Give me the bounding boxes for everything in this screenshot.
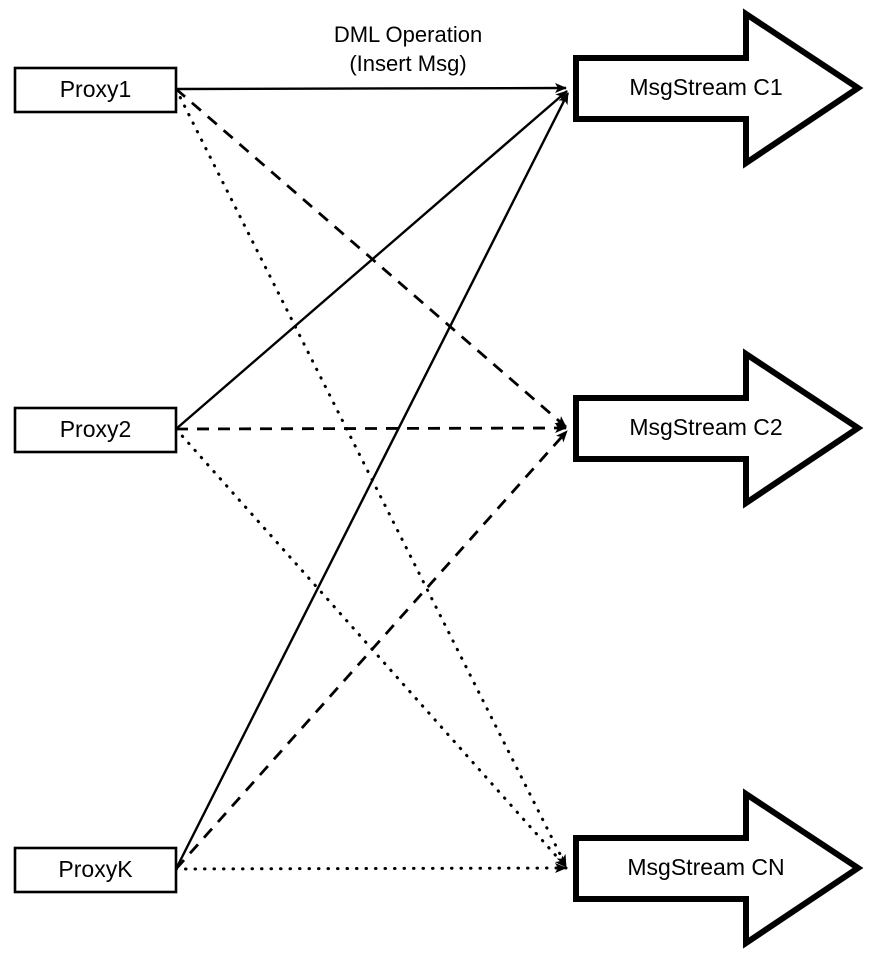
stream-node-stream_cn[interactable]: MsgStream CN [573,788,864,949]
stream-label-stream_c1: MsgStream C1 [629,74,782,100]
stream-arrow-shape-stream_c1[interactable] [573,8,864,169]
proxy-box-proxyK[interactable] [13,846,178,894]
connection-proxy1-to-cn [174,87,568,868]
proxy-label-proxy2: Proxy2 [60,416,132,442]
edge-label-line1: DML Operation [334,22,482,47]
proxy-label-proxy1: Proxy1 [60,76,132,102]
edge-label-group: DML Operation (Insert Msg) [334,22,482,76]
stream-arrow-shape-stream_c2[interactable] [573,348,864,509]
stream-arrow-shape-stream_cn[interactable] [573,788,864,949]
proxy-node-proxyK[interactable]: ProxyK [13,846,178,894]
stream-node-stream_c2[interactable]: MsgStream C2 [573,348,864,509]
connection-proxyK-to-c2 [174,430,569,870]
connection-proxy1-to-c1 [175,83,567,94]
connection-proxy1-to-c2 [175,87,567,429]
connection-proxy2-to-c1 [175,90,568,430]
proxy-node-proxy2[interactable]: Proxy2 [13,406,178,454]
stream-label-stream_c2: MsgStream C2 [629,414,782,440]
stream-node-stream_c1[interactable]: MsgStream C1 [573,8,864,169]
proxy-node-proxy1[interactable]: Proxy1 [13,66,178,114]
proxy-box-proxy1[interactable] [13,66,178,114]
proxy-label-proxyK: ProxyK [58,856,133,882]
connection-proxyK-to-c1 [174,92,570,870]
connection-proxy2-to-cn [174,427,568,869]
edge-label-line2: (Insert Msg) [349,51,466,76]
proxy-box-proxy2[interactable] [13,406,178,454]
connections-layer [174,83,570,874]
streams-layer: MsgStream C1 MsgStream C2 MsgStream CN [573,8,864,949]
connection-proxy2-to-c2 [175,423,567,434]
connection-proxyK-to-cn [174,863,568,874]
stream-label-stream_cn: MsgStream CN [627,854,784,880]
